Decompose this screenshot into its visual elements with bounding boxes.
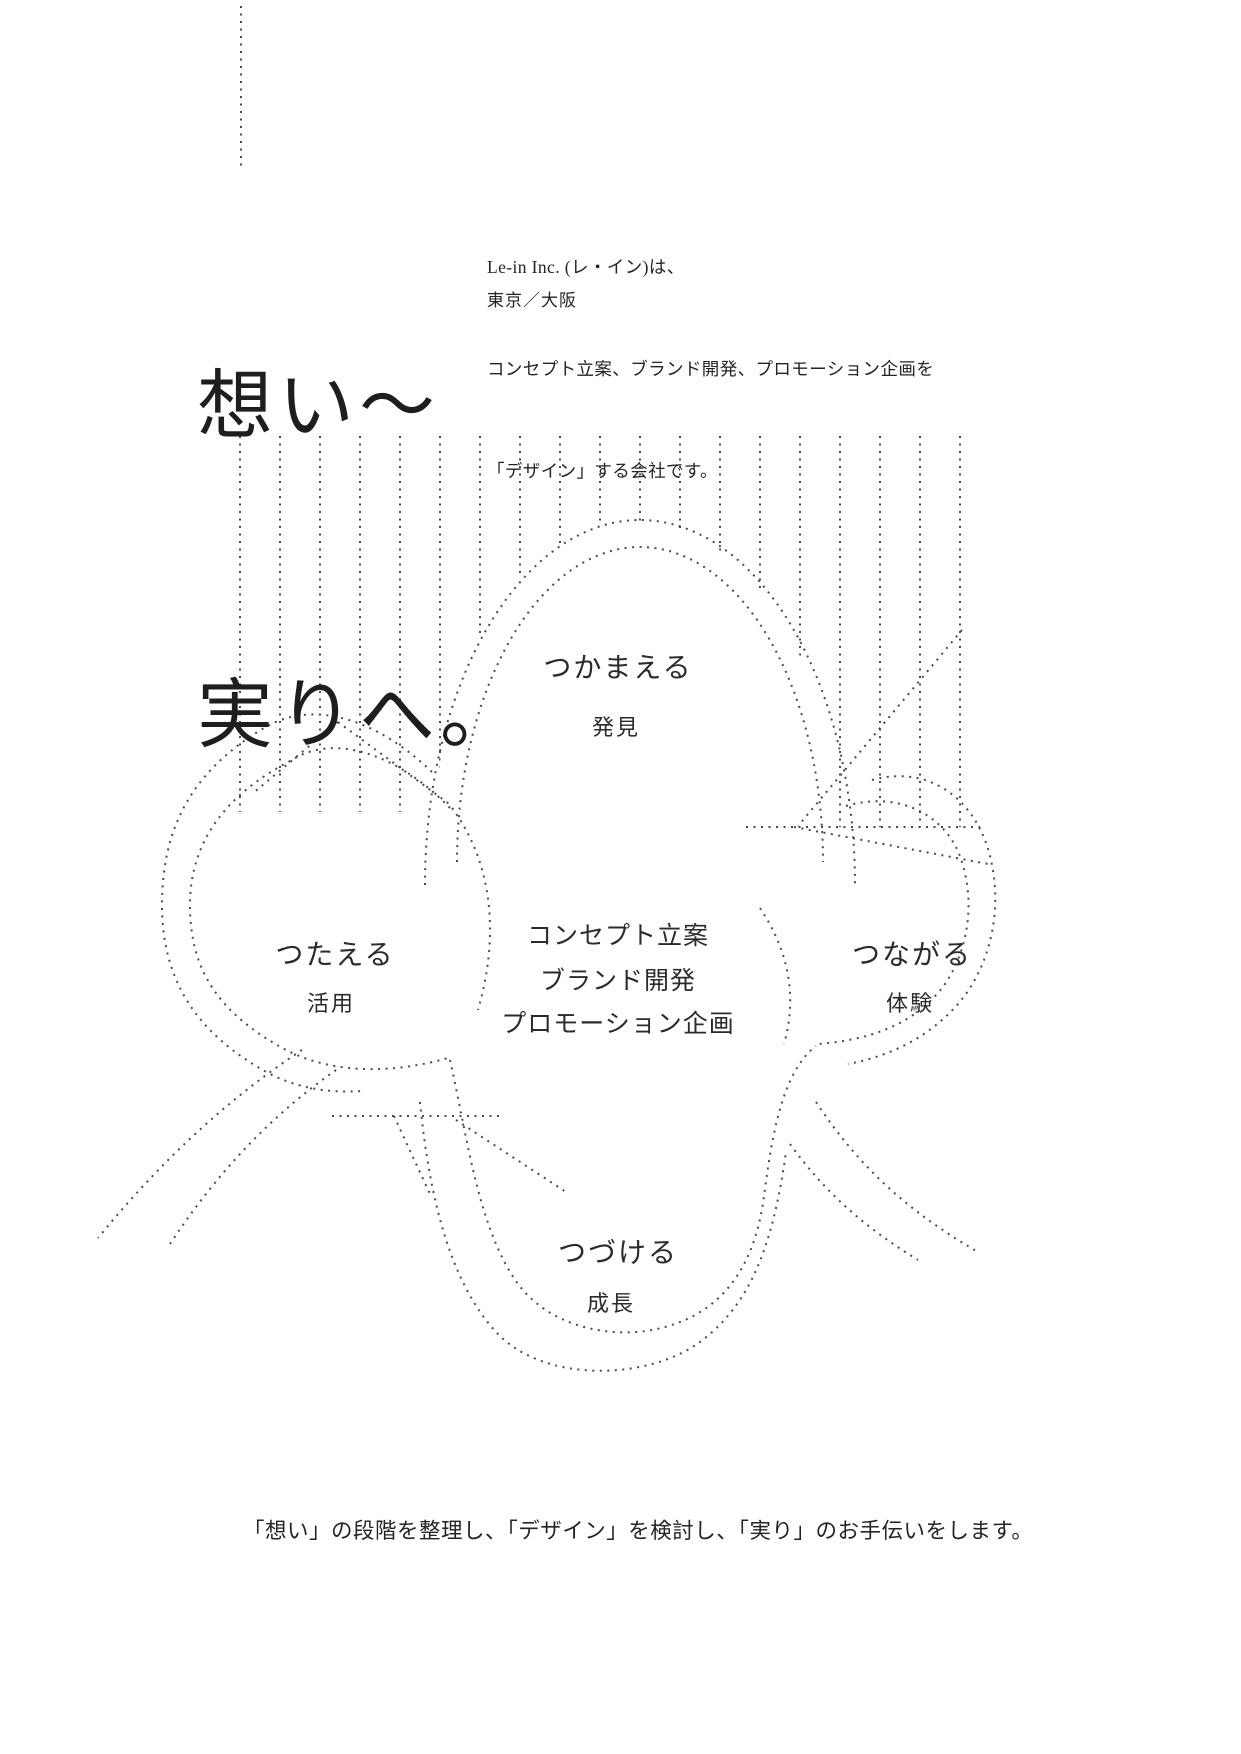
page-title: 想い～ 実りへ。 <box>197 150 521 974</box>
rain-lines <box>239 436 961 828</box>
diagram-left-sublabel: 活用 <box>306 991 356 1016</box>
waist-decor-bottom-right <box>759 907 979 1261</box>
waist-decor-top-left <box>251 721 491 1011</box>
diagram-right-label: つながる <box>851 940 973 971</box>
intro-line-1: Le-in Inc. (レ・イン)は、 <box>487 257 685 277</box>
page-title-line2: 実りへ。 <box>197 674 521 758</box>
bottom-lobe-outer <box>419 1101 787 1372</box>
intro-line-2: コンセプト立案、ブランド開発、プロモーション企画を <box>487 359 935 379</box>
diagram-top-sublabel: 発見 <box>591 715 641 740</box>
diagram-top-label: つかまえる <box>543 653 693 684</box>
diagram-right-sublabel: 体験 <box>885 991 935 1016</box>
diagram-bottom-sublabel: 成長 <box>586 1291 636 1316</box>
intro-line-3: 「デザイン」する会社です。 <box>487 461 718 481</box>
intro-paragraph: Le-in Inc. (レ・イン)は、 コンセプト立案、ブランド開発、プロモーシ… <box>487 182 934 556</box>
right-lobe-inner <box>817 800 970 1045</box>
diagram-center-line-1: コンセプト立案 <box>526 923 710 950</box>
dome-outer-arc <box>424 519 856 886</box>
diagram-bottom-label: つづける <box>557 1238 679 1269</box>
locations-label: 東京／大阪 <box>487 291 577 310</box>
diagram-center-line-3: プロモーション企画 <box>501 1011 735 1038</box>
right-lobe-outer <box>847 775 997 1065</box>
diagram-left-label: つたえる <box>275 940 395 971</box>
bottom-lobe-inner <box>449 1045 817 1334</box>
page-title-line1: 想い～ <box>197 365 440 449</box>
footer-sentence: 「想い」の段階を整理し、「デザイン」を検討し、「実り」のお手伝いをします。 <box>243 1519 1034 1543</box>
dome-inner-arc <box>456 546 824 863</box>
diagram-center-line-2: ブランド開発 <box>539 968 697 995</box>
waist-decor-top-right <box>746 629 989 865</box>
waist-decor-bottom-left <box>97 1049 567 1245</box>
